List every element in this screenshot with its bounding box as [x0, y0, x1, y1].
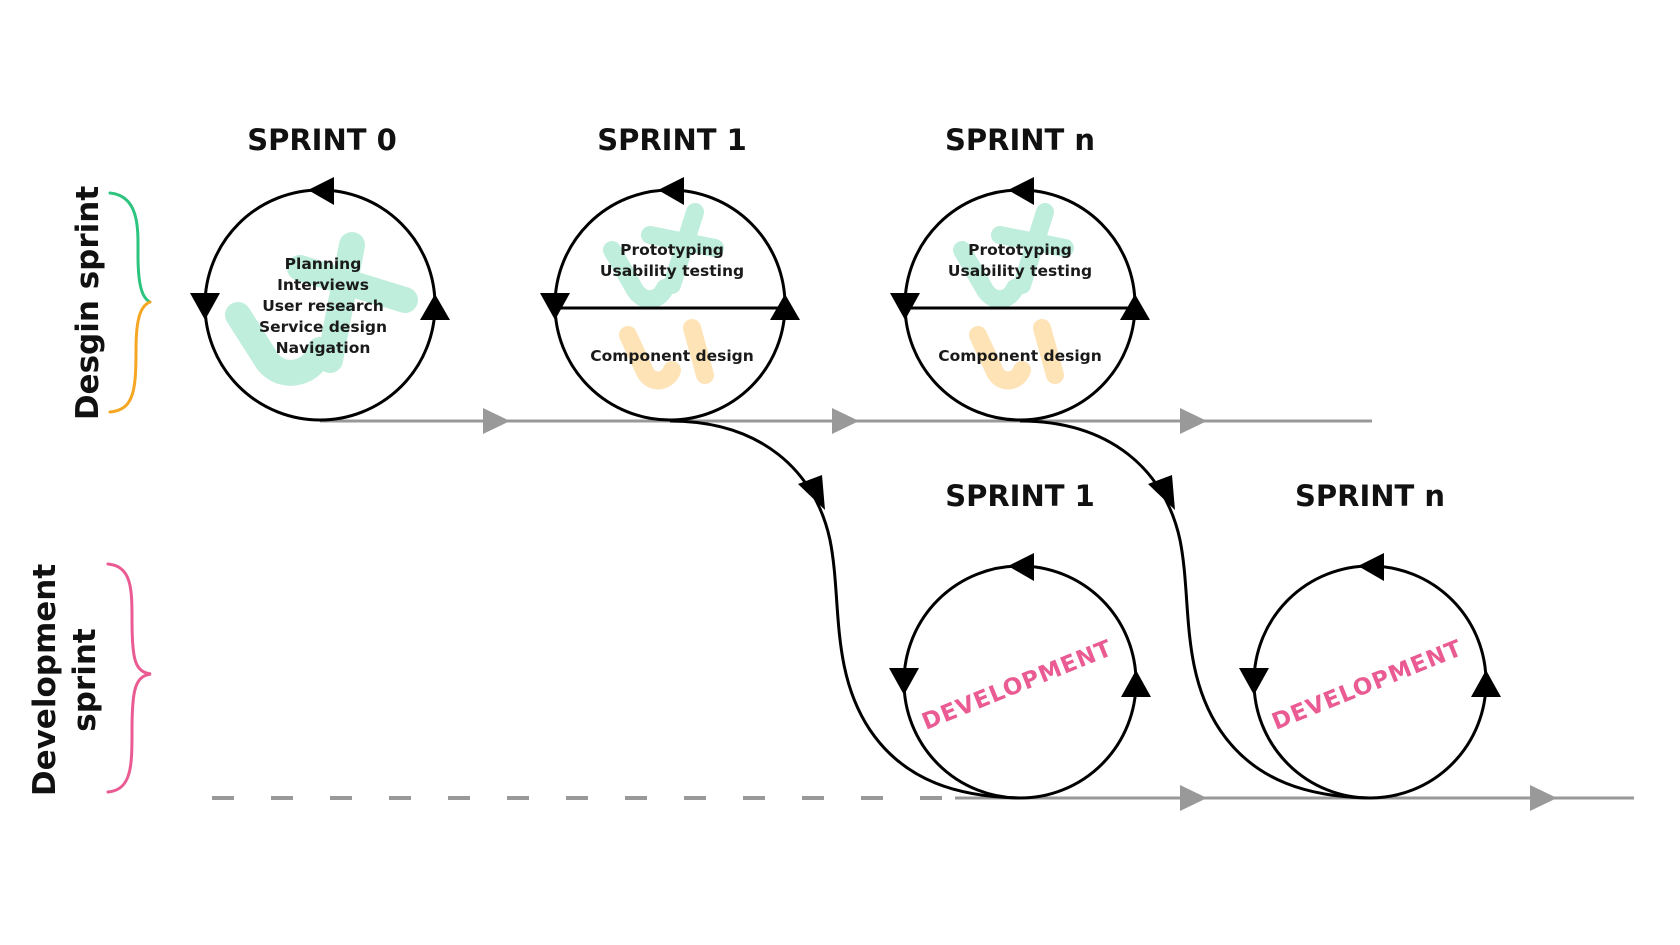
sprint-title: SPRINT n: [945, 123, 1095, 157]
connector-sprintn: [1019, 419, 1371, 800]
development-label: DEVELOPMENT: [918, 635, 1116, 735]
design-brace-bottom: [108, 300, 152, 414]
development-sprint-1: SPRINT 1 DEVELOPMENT: [889, 479, 1151, 800]
cycle-arrow-icon: [1358, 553, 1384, 581]
cycle-arrow-icon: [420, 294, 450, 320]
development-timeline: [205, 785, 1634, 811]
cycle-arrow-icon: [1120, 294, 1150, 320]
design-sprint-label-group: Desgin sprint: [70, 186, 152, 421]
design-sprint-0: SPRINT 0 Planning Interviews User resear…: [190, 123, 450, 422]
activity-text: Usability testing: [948, 262, 1092, 280]
connector-arrow-icon: [1148, 475, 1175, 510]
connector-sprint1: [669, 419, 1021, 800]
development-brace: [106, 562, 152, 794]
ui-watermark: [619, 319, 714, 390]
timeline-arrow-icon: [1530, 785, 1557, 811]
development-label: DEVELOPMENT: [1268, 635, 1466, 735]
design-sprint-1: SPRINT 1 Prototyping Usability testing C…: [540, 123, 800, 422]
timeline-arrow-icon: [832, 408, 859, 434]
cycle-arrow-icon: [1121, 670, 1151, 697]
ux-watermark: [225, 232, 418, 386]
cycle-arrow-icon: [889, 668, 919, 695]
development-sprint-label-group: Development sprint: [27, 562, 152, 796]
cycle-arrow-icon: [1008, 553, 1034, 581]
design-brace-top: [108, 191, 152, 304]
development-sprint-label-line2: sprint: [67, 628, 103, 732]
cycle-arrow-icon: [1008, 177, 1034, 205]
sprint-title: SPRINT 1: [945, 479, 1095, 513]
development-sprint-n: SPRINT n DEVELOPMENT: [1239, 479, 1501, 800]
activity-text: Component design: [590, 347, 754, 365]
activity-text: User research: [262, 297, 384, 315]
design-sprint-label: Desgin sprint: [70, 186, 106, 421]
activity-text: Prototyping: [968, 241, 1072, 259]
sprint-title: SPRINT 0: [247, 123, 397, 157]
sprint-title: SPRINT n: [1295, 479, 1445, 513]
timeline-arrow-icon: [483, 408, 510, 434]
sprint-title: SPRINT 1: [597, 123, 747, 157]
cycle-arrow-icon: [658, 177, 684, 205]
activity-text: Prototyping: [620, 241, 724, 259]
connector-arrow-icon: [798, 475, 825, 510]
design-sprint-n: SPRINT n Prototyping Usability testing C…: [890, 123, 1150, 422]
ui-watermark: [969, 319, 1064, 390]
timeline-arrow-icon: [1180, 785, 1207, 811]
cycle-arrow-icon: [540, 293, 570, 320]
design-timeline: [320, 408, 1372, 434]
cycle-arrow-icon: [308, 177, 334, 205]
cycle-arrow-icon: [890, 293, 920, 320]
cycle-arrow-icon: [1239, 668, 1269, 695]
activity-text: Component design: [938, 347, 1102, 365]
activity-text: Planning: [285, 255, 362, 273]
activity-text: Usability testing: [600, 262, 744, 280]
activity-text: Interviews: [277, 276, 369, 294]
activity-text: Service design: [259, 318, 387, 336]
ux-watermark: [953, 203, 1074, 309]
cycle-arrow-icon: [190, 293, 220, 320]
ux-watermark: [603, 203, 724, 309]
cycle-arrow-icon: [770, 294, 800, 320]
activity-text: Navigation: [276, 339, 371, 357]
cycle-arrow-icon: [1471, 670, 1501, 697]
timeline-arrow-icon: [1180, 408, 1207, 434]
development-sprint-label-line1: Development: [27, 564, 63, 796]
